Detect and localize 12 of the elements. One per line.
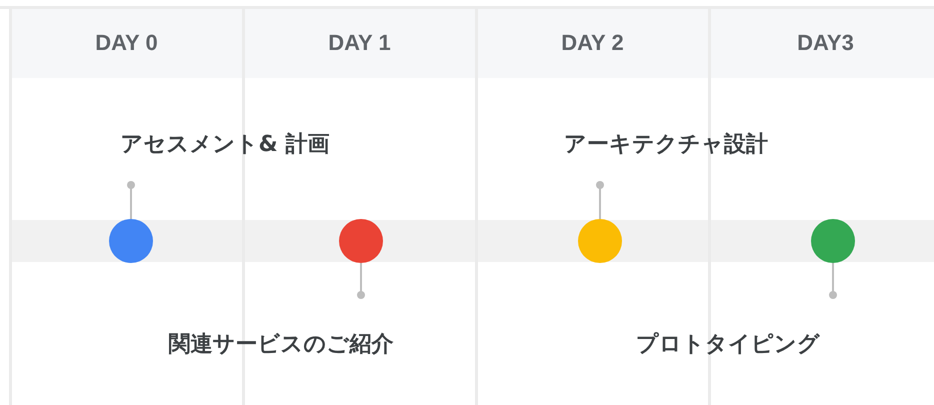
column-header: DAY 2	[560, 29, 625, 57]
leader-line	[127, 181, 135, 219]
milestone-label: 関連サービスのご紹介	[168, 330, 394, 360]
milestone-label: アーキテクチャ設計	[564, 130, 768, 160]
column-header: DAY 1	[327, 29, 392, 57]
column-header: DAY3	[796, 29, 855, 57]
leader-line	[357, 263, 365, 299]
leader-line	[596, 181, 604, 219]
leader-line	[829, 263, 837, 299]
column-header: DAY 0	[94, 29, 159, 57]
milestone-label: プロトタイピング	[636, 330, 820, 360]
milestone-label: アセスメント& 計画	[120, 130, 330, 160]
